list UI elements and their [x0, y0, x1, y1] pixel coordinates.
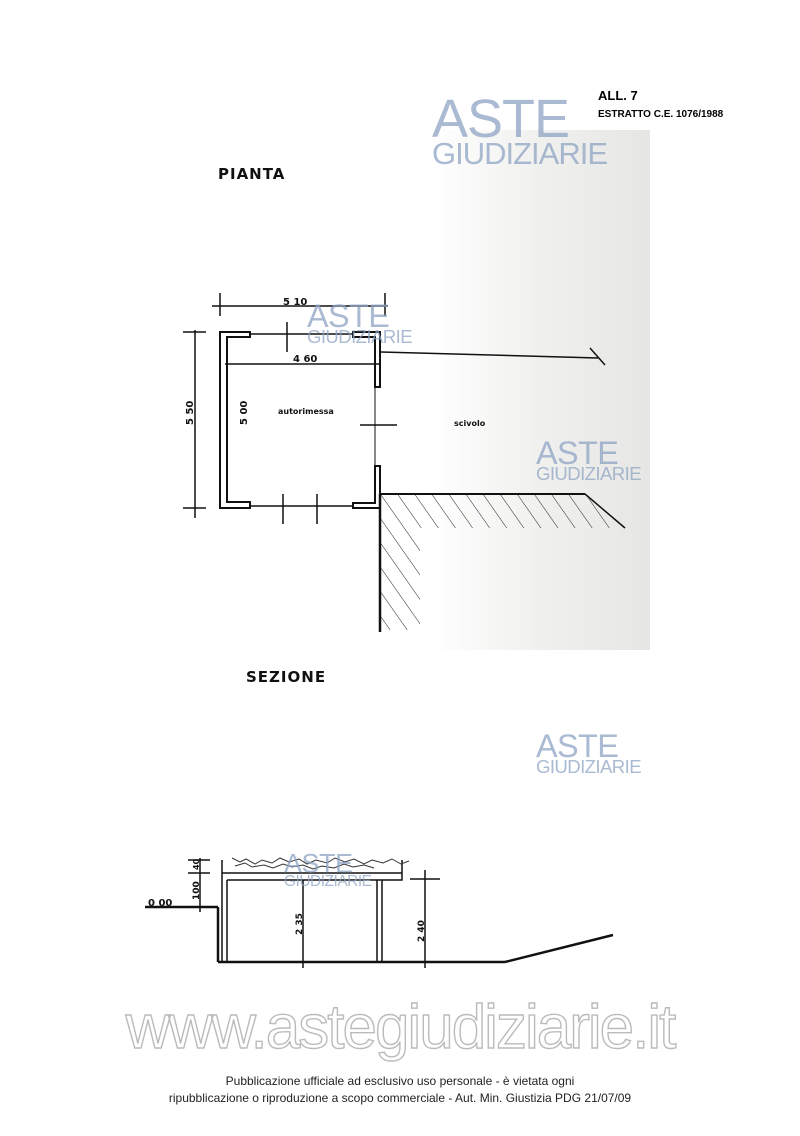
ground-hatch: [381, 495, 620, 630]
plan-title: PIANTA: [218, 165, 286, 183]
plan-lines: [183, 293, 626, 632]
section-lines: [145, 858, 614, 968]
dim-240: 2 40: [417, 920, 427, 942]
ramp-label: scivolo: [454, 419, 486, 428]
dim-outer-width: 5 10: [283, 297, 307, 308]
excerpt-label: ESTRATTO C.E. 1076/1988: [598, 109, 724, 120]
section-title: SEZIONE: [246, 668, 327, 686]
dim-100: 100: [192, 881, 202, 900]
footer-line-2: ripubblicazione o riproduzione a scopo c…: [168, 1091, 632, 1105]
dim-40: 40: [192, 858, 201, 870]
dim-outer-depth: 5 50: [185, 401, 196, 425]
attachment-label: ALL. 7: [598, 88, 638, 103]
footer-line-1: Pubblicazione ufficiale ad esclusivo uso…: [225, 1074, 575, 1088]
watermark-site-url: www.astegiudiziarie.it: [125, 992, 677, 1062]
dim-inner-width: 4 60: [293, 354, 317, 365]
dim-235: 2 35: [295, 913, 305, 935]
room-label: autorimessa: [278, 407, 334, 416]
dim-inner-depth: 5 00: [239, 401, 250, 425]
level-zero: 0 00: [148, 898, 172, 909]
roof-garden-soil: [231, 857, 410, 870]
